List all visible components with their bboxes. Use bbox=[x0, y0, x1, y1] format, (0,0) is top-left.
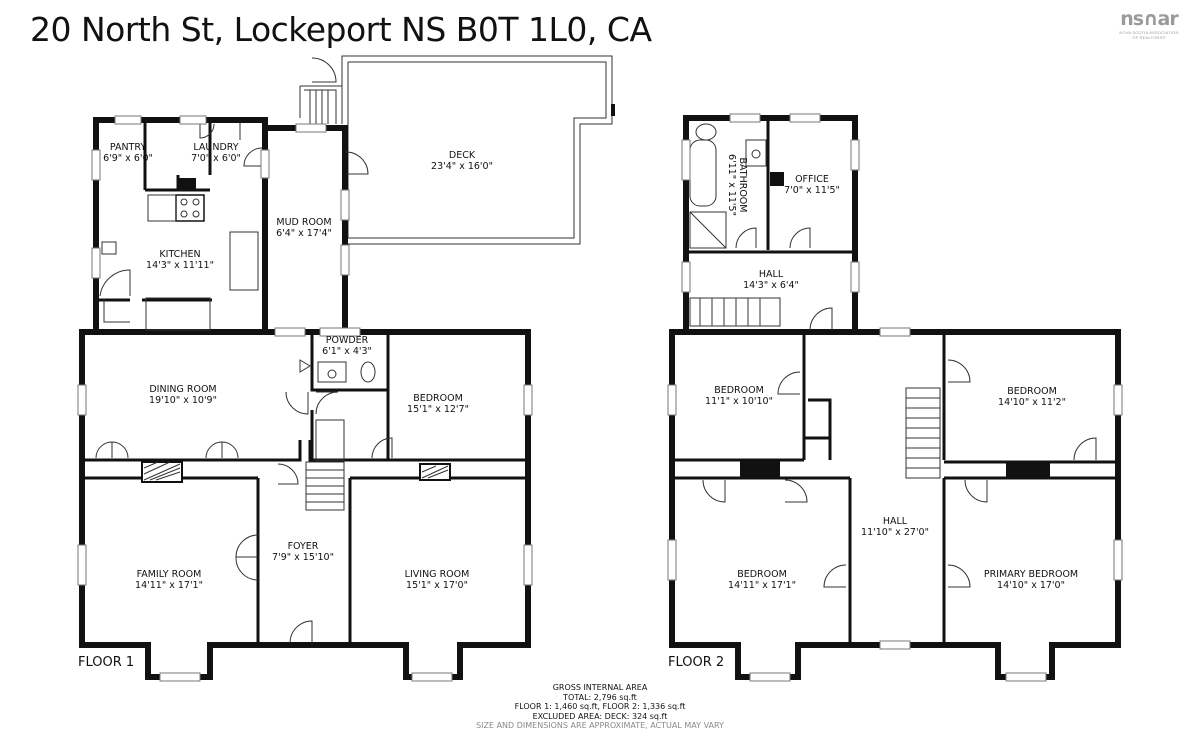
room-living-room: LIVING ROOM 15'1" x 17'0" bbox=[405, 569, 470, 591]
logo-subtitle-2: OF REALTORS® bbox=[1132, 35, 1166, 40]
room-name: BEDROOM bbox=[714, 385, 764, 396]
floor-1-plan bbox=[77, 55, 615, 682]
room-dimensions: 11'10" x 27'0" bbox=[861, 527, 929, 538]
room-primary-bedroom: PRIMARY BEDROOM 14'10" x 17'0" bbox=[984, 569, 1078, 591]
room-hall-upper: HALL 14'3" x 6'4" bbox=[743, 269, 799, 291]
room-office: OFFICE 7'0" x 11'5" bbox=[784, 174, 840, 196]
room-name: DECK bbox=[448, 150, 476, 161]
area-heading: GROSS INTERNAL AREA bbox=[552, 683, 648, 692]
room-pantry: PANTRY 6'9" x 6'0" bbox=[103, 142, 153, 164]
room-name: FOYER bbox=[287, 541, 319, 552]
room-mud-room: MUD ROOM 6'4" x 17'4" bbox=[276, 217, 332, 239]
floor-2-plan bbox=[667, 113, 1123, 682]
listing-address-title: 20 North St, Lockeport NS B0T 1L0, CA bbox=[30, 10, 652, 49]
room-laundry: LAUNDRY 7'0" x 6'0" bbox=[191, 142, 241, 164]
room-dimensions: 14'10" x 17'0" bbox=[997, 580, 1065, 591]
area-excluded: EXCLUDED AREA: DECK: 324 sq.ft bbox=[532, 711, 668, 721]
room-dimensions: 15'1" x 17'0" bbox=[406, 580, 468, 591]
room-dining-room: DINING ROOM 19'10" x 10'9" bbox=[149, 384, 217, 406]
room-bathroom: BATHROOM 6'11" x 11'5" bbox=[726, 154, 748, 216]
room-dimensions: 23'4" x 16'0" bbox=[431, 161, 493, 172]
area-total: TOTAL: 2,796 sq.ft bbox=[563, 692, 637, 702]
area-floors: FLOOR 1: 1,460 sq.ft, FLOOR 2: 1,336 sq.… bbox=[514, 702, 686, 712]
room-bedroom-f1: BEDROOM 15'1" x 12'7" bbox=[407, 393, 469, 415]
room-name: BEDROOM bbox=[1007, 386, 1057, 397]
room-dimensions: 7'0" x 11'5" bbox=[784, 185, 840, 196]
room-dimensions: 14'3" x 6'4" bbox=[743, 280, 799, 291]
logo-subtitle-1: NOVA SCOTIA ASSOCIATION bbox=[1119, 30, 1179, 35]
room-name: MUD ROOM bbox=[276, 217, 332, 228]
room-name: HALL bbox=[882, 516, 908, 527]
gross-area-summary: GROSS INTERNAL AREA TOTAL: 2,796 sq.ft F… bbox=[476, 683, 724, 731]
room-kitchen: KITCHEN 14'3" x 11'11" bbox=[146, 249, 214, 271]
room-powder: POWDER 6'1" x 4'3" bbox=[322, 335, 372, 357]
room-dimensions: 14'10" x 11'2" bbox=[998, 397, 1066, 408]
room-dimensions: 11'1" x 10'10" bbox=[705, 396, 773, 407]
room-dimensions: 6'4" x 17'4" bbox=[276, 228, 332, 239]
room-dimensions: 6'11" x 11'5" bbox=[726, 154, 737, 216]
room-bedroom-f2-ne: BEDROOM 14'10" x 11'2" bbox=[998, 386, 1066, 408]
room-hall-main: HALL 11'10" x 27'0" bbox=[861, 516, 929, 538]
room-bedroom-f2-sw: BEDROOM 14'11" x 17'1" bbox=[728, 569, 796, 591]
room-dimensions: 19'10" x 10'9" bbox=[149, 395, 217, 406]
room-dimensions: 14'3" x 11'11" bbox=[146, 260, 214, 271]
room-deck: DECK 23'4" x 16'0" bbox=[431, 150, 493, 172]
room-dimensions: 6'9" x 6'0" bbox=[103, 153, 153, 164]
room-dimensions: 7'9" x 15'10" bbox=[272, 552, 334, 563]
floor-2-label: FLOOR 2 bbox=[668, 655, 725, 670]
room-name: OFFICE bbox=[795, 174, 829, 185]
floor-1-label: FLOOR 1 bbox=[78, 655, 135, 670]
room-name: POWDER bbox=[325, 335, 369, 346]
room-bedroom-f2-nw: BEDROOM 11'1" x 10'10" bbox=[705, 385, 773, 407]
room-name: BATHROOM bbox=[737, 157, 748, 213]
room-dimensions: 6'1" x 4'3" bbox=[322, 346, 372, 357]
room-name: FAMILY ROOM bbox=[136, 569, 202, 580]
logo-mark: ns∩ar bbox=[1120, 8, 1178, 30]
room-name: LIVING ROOM bbox=[404, 569, 470, 580]
room-dimensions: 7'0" x 6'0" bbox=[191, 153, 241, 164]
room-name: BEDROOM bbox=[413, 393, 463, 404]
room-name: PANTRY bbox=[109, 142, 147, 153]
area-disclaimer: SIZE AND DIMENSIONS ARE APPROXIMATE, ACT… bbox=[476, 721, 724, 731]
room-dimensions: 15'1" x 12'7" bbox=[407, 404, 469, 415]
room-name: DINING ROOM bbox=[149, 384, 217, 395]
association-logo: ns∩ar NOVA SCOTIA ASSOCIATION OF REALTOR… bbox=[1110, 8, 1188, 40]
room-name: PRIMARY BEDROOM bbox=[983, 569, 1079, 580]
room-foyer: FOYER 7'9" x 15'10" bbox=[272, 541, 334, 563]
room-dimensions: 14'11" x 17'1" bbox=[728, 580, 796, 591]
room-name: BEDROOM bbox=[737, 569, 787, 580]
room-name: LAUNDRY bbox=[193, 142, 239, 153]
room-name: KITCHEN bbox=[159, 249, 201, 260]
room-name: HALL bbox=[758, 269, 784, 280]
room-family-room: FAMILY ROOM 14'11" x 17'1" bbox=[135, 569, 203, 591]
room-dimensions: 14'11" x 17'1" bbox=[135, 580, 203, 591]
